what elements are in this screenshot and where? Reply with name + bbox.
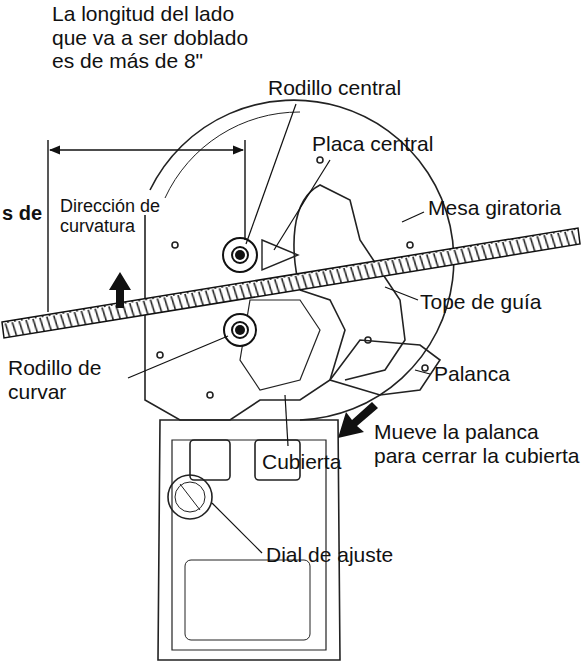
dimension-label: La longitud del lado que va a ser doblad… (52, 2, 262, 73)
instruction-note: Mueve la palanca para cerrar la cubierta (374, 420, 580, 467)
part-label: Palanca (434, 362, 574, 386)
part-label: Dial de ajuste (266, 543, 466, 567)
part-label: Mesa giratoria (428, 196, 580, 220)
part-label: Tope de guía (420, 290, 570, 314)
part-label: Rodillo de curvar (8, 356, 128, 403)
part-label: Placa central (312, 132, 472, 156)
cut-text: s de (2, 202, 56, 224)
part-label: Rodillo central (268, 76, 438, 100)
part-label: Cubierta (262, 450, 372, 474)
direction-label: Dirección de curvatura (60, 196, 200, 236)
